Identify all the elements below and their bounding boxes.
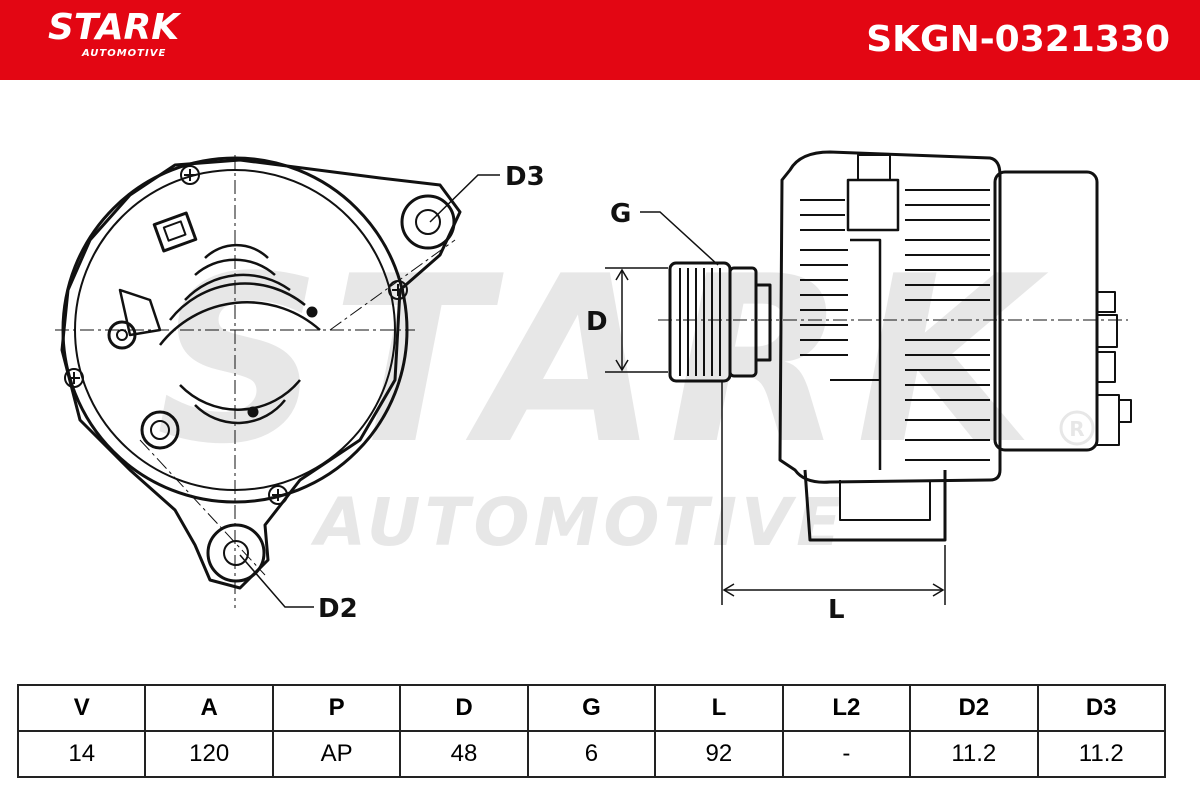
d2-label: D2	[318, 594, 358, 624]
brand-name: STARK	[48, 7, 180, 48]
spec-header-row: V A P D G L L2 D2 D3	[16, 684, 1166, 732]
brand-sub: AUTOMOTIVE	[82, 48, 167, 59]
d2-leader	[239, 554, 314, 608]
l-label: L	[828, 595, 845, 625]
header-bar: STARK AUTOMOTIVE SKGN-0321330	[0, 0, 1200, 80]
registered-icon: R	[1059, 410, 1095, 446]
spec-header-a: A	[144, 684, 274, 732]
spec-value-a: 120	[144, 730, 274, 778]
spec-header-d3: D3	[1036, 684, 1166, 732]
screw-icons	[64, 165, 408, 505]
watermark-main: STARK	[156, 228, 1049, 495]
spec-header-v: V	[16, 684, 147, 732]
watermark: STARK AUTOMOTIVE R	[156, 228, 1095, 561]
pulley-grooves	[679, 268, 721, 376]
d3-leader	[429, 174, 500, 223]
spec-header-p: P	[271, 684, 402, 732]
spec-header-d2: D2	[909, 684, 1039, 732]
d3-label: D3	[505, 162, 545, 192]
d-label: D	[586, 307, 608, 337]
watermark-sub: AUTOMOTIVE	[310, 484, 845, 561]
spec-value-d: 48	[399, 730, 529, 778]
center-lines-front	[55, 155, 456, 608]
spec-value-d3: 11.2	[1036, 730, 1166, 778]
g-leader	[640, 211, 719, 266]
spec-value-p: AP	[271, 730, 402, 778]
spec-value-g: 6	[526, 730, 657, 778]
spec-header-g: G	[526, 684, 657, 732]
alternator-side-view	[668, 150, 1132, 542]
stark-logo: STARK AUTOMOTIVE	[48, 8, 179, 60]
d-dimension	[605, 267, 668, 373]
spec-value-row: 14 120 AP 48 6 92 - 11.2 11.2	[16, 730, 1166, 778]
g-label: G	[610, 199, 631, 229]
svg-text:R: R	[1069, 417, 1084, 441]
alternator-drawing: STARK AUTOMOTIVE R	[55, 150, 1132, 625]
l-dimension	[721, 380, 946, 605]
cooling-slots	[118, 243, 321, 425]
spec-header-l2: L2	[781, 684, 912, 732]
spec-value-v: 14	[16, 730, 147, 778]
part-number: SKGN-0321330	[866, 19, 1170, 60]
spec-table: V A P D G L L2 D2 D3 14 120 AP 48 6 92 -…	[16, 684, 1166, 778]
spec-value-l: 92	[654, 730, 784, 778]
spec-header-l: L	[654, 684, 784, 732]
spec-header-d: D	[399, 684, 529, 732]
spec-value-d2: 11.2	[909, 730, 1039, 778]
spec-value-l2: -	[781, 730, 912, 778]
cooling-fins	[800, 189, 990, 461]
